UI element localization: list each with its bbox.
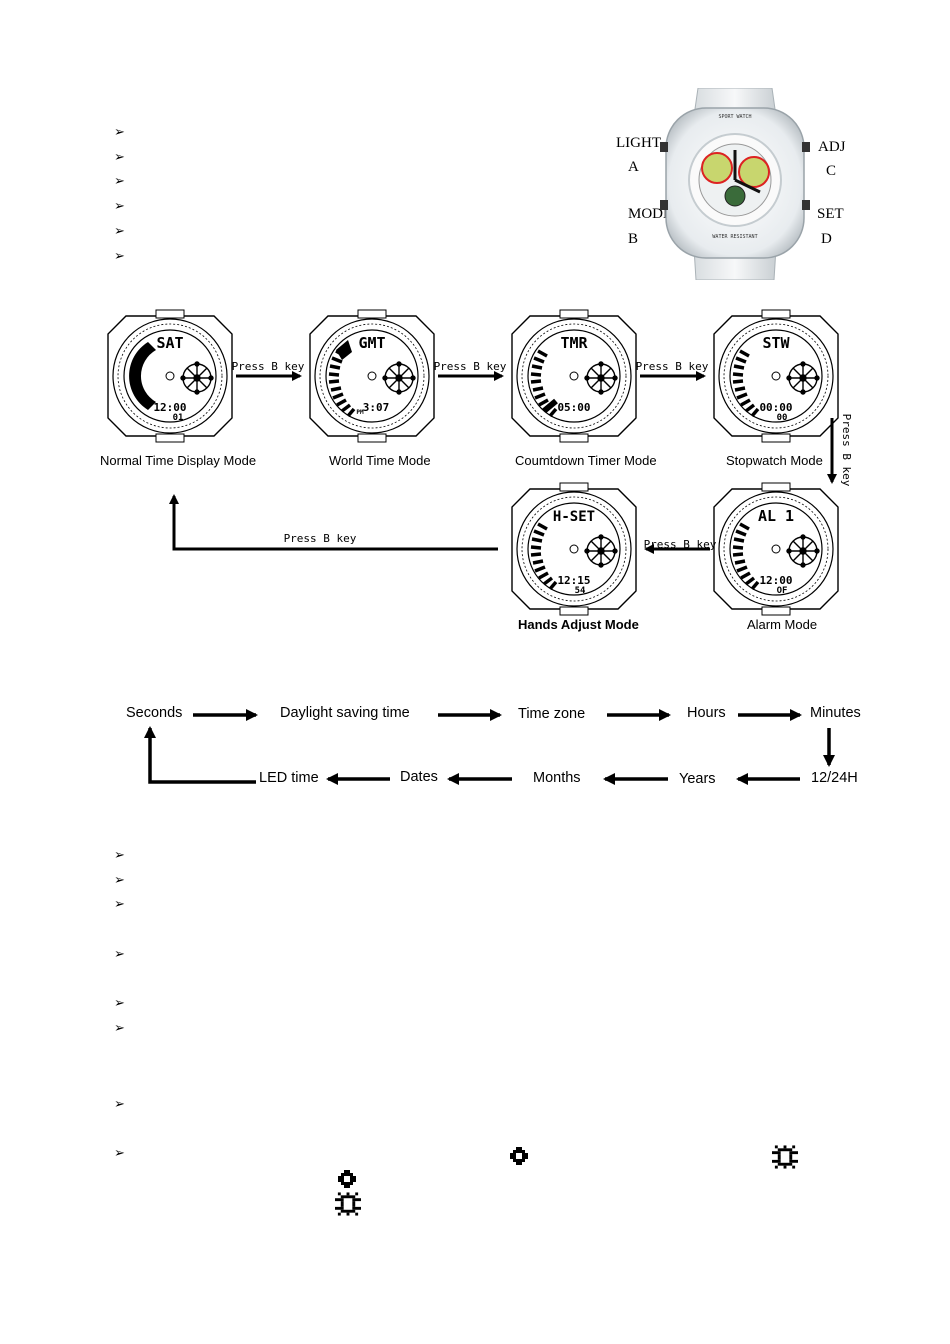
large-sun-icon [335, 1192, 361, 1216]
press-b-label: Press B key [636, 360, 709, 373]
mode-time: 05:00 [557, 401, 590, 414]
mode-title: STW [762, 334, 790, 352]
brand-text: SPORT WATCH [718, 114, 751, 120]
mode-dial-countdown-timer: TMR 05:00 [511, 309, 637, 443]
bullet-marker: ➢ [114, 249, 125, 264]
mode-dial-world-time: GMT 3:07 PM [309, 309, 435, 443]
mode-dial-stopwatch: STW 00:00 00 [713, 309, 839, 443]
mode-title: H-SET [553, 509, 595, 525]
large-sun-icon [772, 1145, 798, 1169]
mode-label-alarm: Alarm Mode [747, 617, 818, 632]
mode-time: 12:00 [153, 401, 186, 414]
small-sun-icon [510, 1147, 528, 1165]
mode-time: 3:07 [363, 401, 390, 414]
step-months: Months [533, 770, 581, 786]
adj-button-label: ADJ [818, 139, 846, 155]
mode-dial-alarm: AL 1 12:00 OF [713, 482, 839, 616]
mode-time: 12:00 [759, 574, 792, 587]
set-button-label: SET [817, 206, 844, 222]
press-b-label: Press B key [284, 532, 357, 545]
button-d-label: D [821, 231, 832, 247]
sequence-arrows [144, 709, 835, 785]
bullet-marker: ➢ [114, 947, 125, 962]
step-minutes: Minutes [810, 705, 861, 721]
press-b-label: Press B key [644, 538, 717, 551]
mode-dial-normal-time: SAT 12:00 01 [107, 309, 233, 443]
bullet-marker: ➢ [114, 897, 125, 912]
watch-photo: SPORT WATCH WATER RESISTANT [660, 88, 810, 280]
mode-title: TMR [560, 334, 588, 352]
step-12-24h: 12/24H [811, 770, 858, 786]
bullet-marker: ➢ [114, 848, 125, 863]
press-b-label: Press B key [840, 414, 853, 487]
bullet-marker: ➢ [114, 174, 125, 189]
press-b-label: Press B key [434, 360, 507, 373]
bullet-marker: ➢ [114, 1146, 125, 1161]
step-seconds: Seconds [126, 705, 183, 721]
mode-label-stopwatch: Stopwatch Mode [726, 453, 823, 468]
arrow-hands-to-normal [169, 494, 498, 551]
mode-title: SAT [156, 334, 183, 352]
bullet-marker: ➢ [114, 996, 125, 1011]
mode-time: 12:15 [557, 574, 590, 587]
button-c-label: C [826, 163, 837, 179]
step-dates: Dates [400, 769, 438, 785]
mode-flow-diagram: SAT 12:00 01 GMT 3:07 PM TMR 05:00 STW 0… [107, 309, 853, 616]
step-daylight-saving: Daylight saving time [280, 705, 410, 721]
bullet-marker: ➢ [114, 199, 125, 214]
step-led-time: LED time [259, 770, 319, 786]
mode-label-hands-adjust: Hands Adjust Mode [518, 617, 639, 632]
mode-label-world-time: World Time Mode [329, 453, 431, 468]
mode-label-normal-time: Normal Time Display Mode [100, 453, 257, 468]
bullet-marker: ➢ [114, 224, 125, 239]
button-a-label: A [628, 159, 639, 175]
mode-sub: 54 [575, 586, 586, 596]
button-b-label: B [628, 231, 639, 247]
mode-time: 00:00 [759, 401, 792, 414]
bullet-marker: ➢ [114, 1097, 125, 1112]
step-time-zone: Time zone [518, 706, 586, 722]
small-sun-icon [338, 1170, 356, 1188]
mode-sub: 00 [777, 413, 788, 423]
mode-sub: PM [356, 409, 364, 416]
bullet-marker: ➢ [114, 150, 125, 165]
mode-dial-hands-adjust: H-SET 12:15 54 [511, 482, 637, 616]
bullet-marker: ➢ [114, 1021, 125, 1036]
mode-title: AL 1 [758, 507, 794, 525]
mode-sub: OF [777, 586, 788, 596]
mode-title: GMT [358, 334, 385, 352]
mode-sub: 01 [173, 413, 184, 423]
light-button-label: LIGHT [616, 135, 661, 151]
mode-label-countdown-timer: Coumtdown Timer Mode [515, 453, 657, 468]
step-hours: Hours [687, 705, 726, 721]
press-b-label: Press B key [232, 360, 305, 373]
step-years: Years [679, 771, 716, 787]
bezel-bottom-text: WATER RESISTANT [712, 234, 757, 240]
bullet-marker: ➢ [114, 125, 125, 140]
bullet-marker: ➢ [114, 873, 125, 888]
